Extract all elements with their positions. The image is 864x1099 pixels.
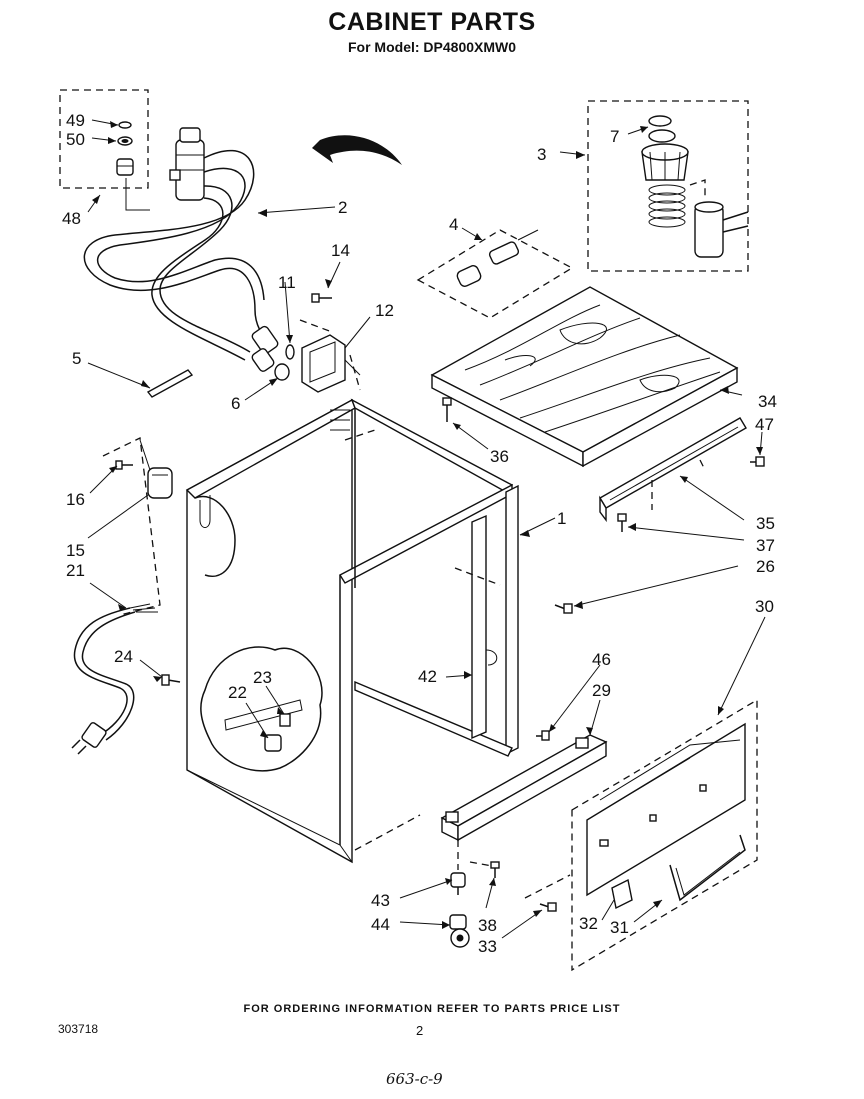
callout-5: 5 [72,349,81,368]
callout-38: 38 [478,916,497,935]
cutaway-detail [200,646,323,772]
faucet-coupler [169,127,205,201]
faucet-body [694,201,749,258]
adapter-4-parts [456,229,539,287]
leveling-leg-43 [450,872,466,895]
callout-12: 12 [375,301,394,320]
cabinet-frame-1 [185,398,519,864]
clip-22 [264,734,282,752]
model-subtitle: For Model: DP4800XMW0 [347,39,517,55]
callout-44: 44 [371,915,390,934]
mounting-rail-35 [599,417,747,523]
leader-arrowheads [92,121,763,929]
callout-48: 48 [62,209,81,228]
spring [648,184,686,228]
callout-1: 1 [557,509,566,528]
screw-38-guide [469,861,493,867]
channel-guide [454,567,501,586]
cabinet-inner-guide [344,429,376,441]
cabinet-base-guide [354,814,421,851]
faucet-kit-box-3 [587,100,749,272]
callout-31: 31 [610,918,629,937]
rail-guide [651,459,706,510]
adapter-link-line [125,178,150,211]
screw-36 [442,397,452,422]
ordering-info-note: FOR ORDERING INFORMATION REFER TO PARTS … [243,1003,621,1015]
callout-50: 50 [66,130,85,149]
adapter-cap [116,158,134,176]
power-cord-21 [71,603,158,755]
callout-32: 32 [579,914,598,933]
rotate-direction-arrow [312,132,402,165]
callout-46: 46 [592,650,611,669]
washer-49 [118,121,132,129]
screw-24 [161,674,181,686]
screw-33-guide [524,874,571,899]
document-number: 303718 [58,1022,99,1036]
screw-37 [617,513,627,532]
screw-33 [539,902,557,912]
access-panel-box [571,698,758,972]
callout-34: 34 [758,392,777,411]
junction-box-box [102,437,161,616]
screw-38 [490,861,500,878]
faucet-adapter-kit-box [59,89,149,189]
callout-47: 47 [755,415,774,434]
washer-11 [285,344,295,360]
callout-30: 30 [755,597,774,616]
hose-bracket-12 [301,334,361,393]
washer-50 [117,136,133,146]
callout-42: 42 [418,667,437,686]
faucet-head [641,143,689,181]
dishwasher-hose [83,149,279,372]
callout-14: 14 [331,241,350,260]
access-panel-30 [586,722,746,902]
callout-49: 49 [66,111,85,130]
adapter-kit-box-4 [416,229,574,319]
oring-6 [274,363,290,381]
callout-4: 4 [449,215,458,234]
screw-23 [279,713,291,727]
screw-14 [311,293,332,303]
callout-43: 43 [371,891,390,910]
cable-tie-5 [146,369,194,398]
caster-44 [449,914,470,948]
callout-26: 26 [756,557,775,576]
screw-46 [536,730,550,741]
callout-37: 37 [756,536,775,555]
base-rail-29 [440,734,608,842]
screw-26 [554,603,573,614]
callout-21: 21 [66,561,85,580]
faucet-guide [689,179,706,200]
clip-32 [611,878,633,910]
screw-47 [750,456,765,467]
handwritten-note: 663-c-9 [386,1070,443,1088]
callout-labels: 49 50 48 2 3 7 4 14 11 12 5 6 34 36 47 3… [62,111,777,956]
callout-29: 29 [592,681,611,700]
oring-7 [648,115,676,143]
callout-35: 35 [756,514,775,533]
callout-7: 7 [610,127,619,146]
callout-36: 36 [490,447,509,466]
callout-33: 33 [478,937,497,956]
callout-11: 11 [278,273,296,292]
bracket-guide [299,319,361,391]
screw-16 [115,460,133,470]
callout-16: 16 [66,490,85,509]
callout-22: 22 [228,683,247,702]
countertop-34 [430,286,739,468]
callout-6: 6 [231,394,240,413]
page-number: 2 [416,1023,424,1038]
callout-23: 23 [253,668,272,687]
page-title: CABINET PARTS [328,8,536,36]
callout-24: 24 [114,647,133,666]
callout-15: 15 [66,541,85,560]
junction-cover-15 [147,467,173,499]
callout-3: 3 [537,145,546,164]
callout-2: 2 [338,198,347,217]
channel-42 [471,514,498,740]
